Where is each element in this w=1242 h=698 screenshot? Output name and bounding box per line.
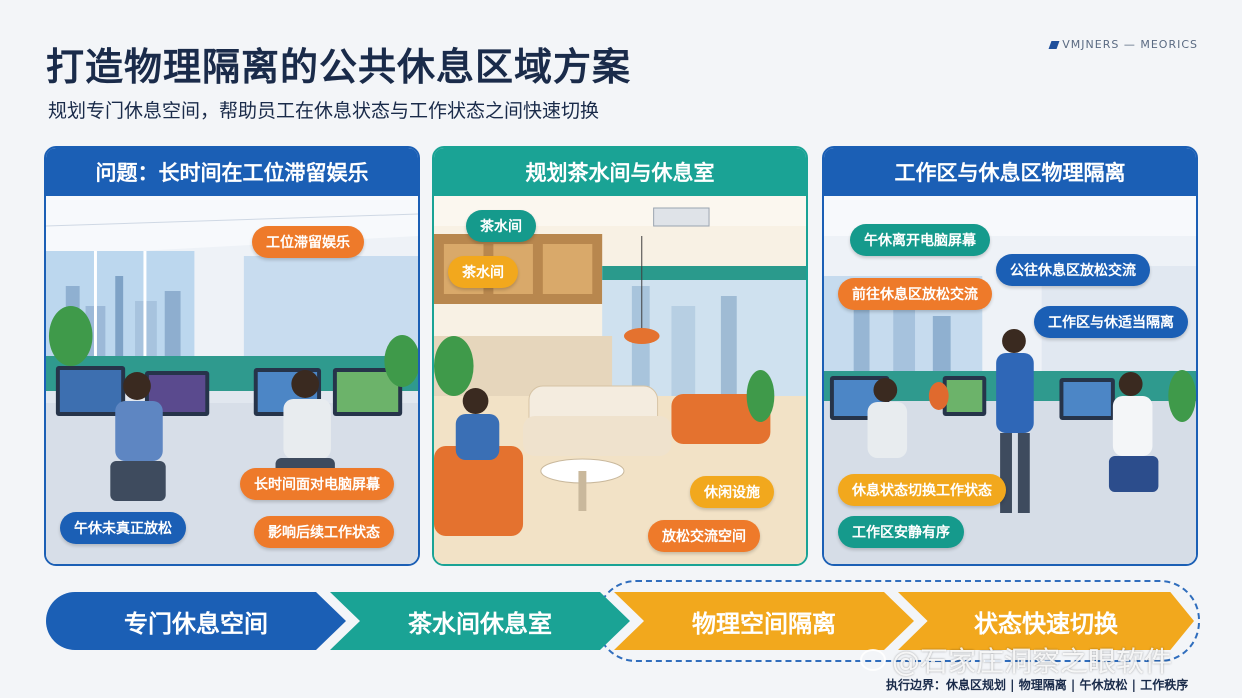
tag-tea-room-area: 茶水间 <box>448 256 518 288</box>
panel-problem-title: 问题：长时间在工位滞留娱乐 <box>46 148 418 196</box>
tag-quiet-orderly-work-area: 工作区安静有序 <box>838 516 964 548</box>
tag-tea-room-sign: 茶水间 <box>466 210 536 242</box>
watermark: @石家庄洞察之眼软件 <box>860 640 1172 680</box>
tag-go-to-rest-area-2: 前往休息区放松交流 <box>838 278 992 310</box>
brand-text: VMJNERS — MEORICS <box>1062 38 1198 51</box>
watermark-text: @石家庄洞察之眼软件 <box>892 645 1173 678</box>
tag-work-rest-separation: 工作区与休适当隔离 <box>1034 306 1188 338</box>
tag-no-real-rest: 午休未真正放松 <box>60 512 186 544</box>
tag-affect-work-state: 影响后续工作状态 <box>254 516 394 548</box>
panel-physical-isolation-title: 工作区与休息区物理隔离 <box>824 148 1196 196</box>
brand-logo: VMJNERS — MEORICS <box>1048 38 1198 51</box>
panel-physical-isolation: 工作区与休息区物理隔离 午休离开电脑屏幕 公往休息区放松交流 前往休息区放松交流… <box>822 146 1198 566</box>
brand-mark-icon <box>1048 40 1060 49</box>
panel-problem: 问题：长时间在工位滞留娱乐 工位滞留娱乐 长时间面对电脑屏幕 午休 <box>44 146 420 566</box>
panel-tea-room: 规划茶水间与休息室 茶水间 茶水间 休闲设施 放松交流空间 <box>432 146 808 566</box>
watermark-logo-icon <box>860 649 886 671</box>
tag-relax-communication-space: 放松交流空间 <box>648 520 760 552</box>
tag-workstation-entertainment: 工位滞留娱乐 <box>252 226 364 258</box>
tag-leave-screen-at-noon: 午休离开电脑屏幕 <box>850 224 990 256</box>
tag-long-screen-time: 长时间面对电脑屏幕 <box>240 468 394 500</box>
page-subtitle: 规划专门休息空间，帮助员工在休息状态与工作状态之间快速切换 <box>48 100 600 122</box>
flow-step-1: 专门休息空间 <box>46 592 346 650</box>
flow-step-3: 物理空间隔离 <box>614 592 914 650</box>
tag-go-to-rest-area-1: 公往休息区放松交流 <box>996 254 1150 286</box>
tag-rest-to-work-switch: 休息状态切换工作状态 <box>838 474 1006 506</box>
lounge-scene-illustration <box>434 196 806 564</box>
panel-tea-room-title: 规划茶水间与休息室 <box>434 148 806 196</box>
execution-scope-note: 执行边界：休息区规划 | 物理隔离 | 午休放松 | 工作秩序 <box>886 678 1189 692</box>
flow-step-4: 状态快速切换 <box>898 592 1194 650</box>
flow-step-2: 茶水间休息室 <box>330 592 630 650</box>
page-title: 打造物理隔离的公共休息区域方案 <box>46 45 632 89</box>
office-scene-illustration <box>46 196 418 564</box>
tag-leisure-facilities: 休闲设施 <box>690 476 774 508</box>
